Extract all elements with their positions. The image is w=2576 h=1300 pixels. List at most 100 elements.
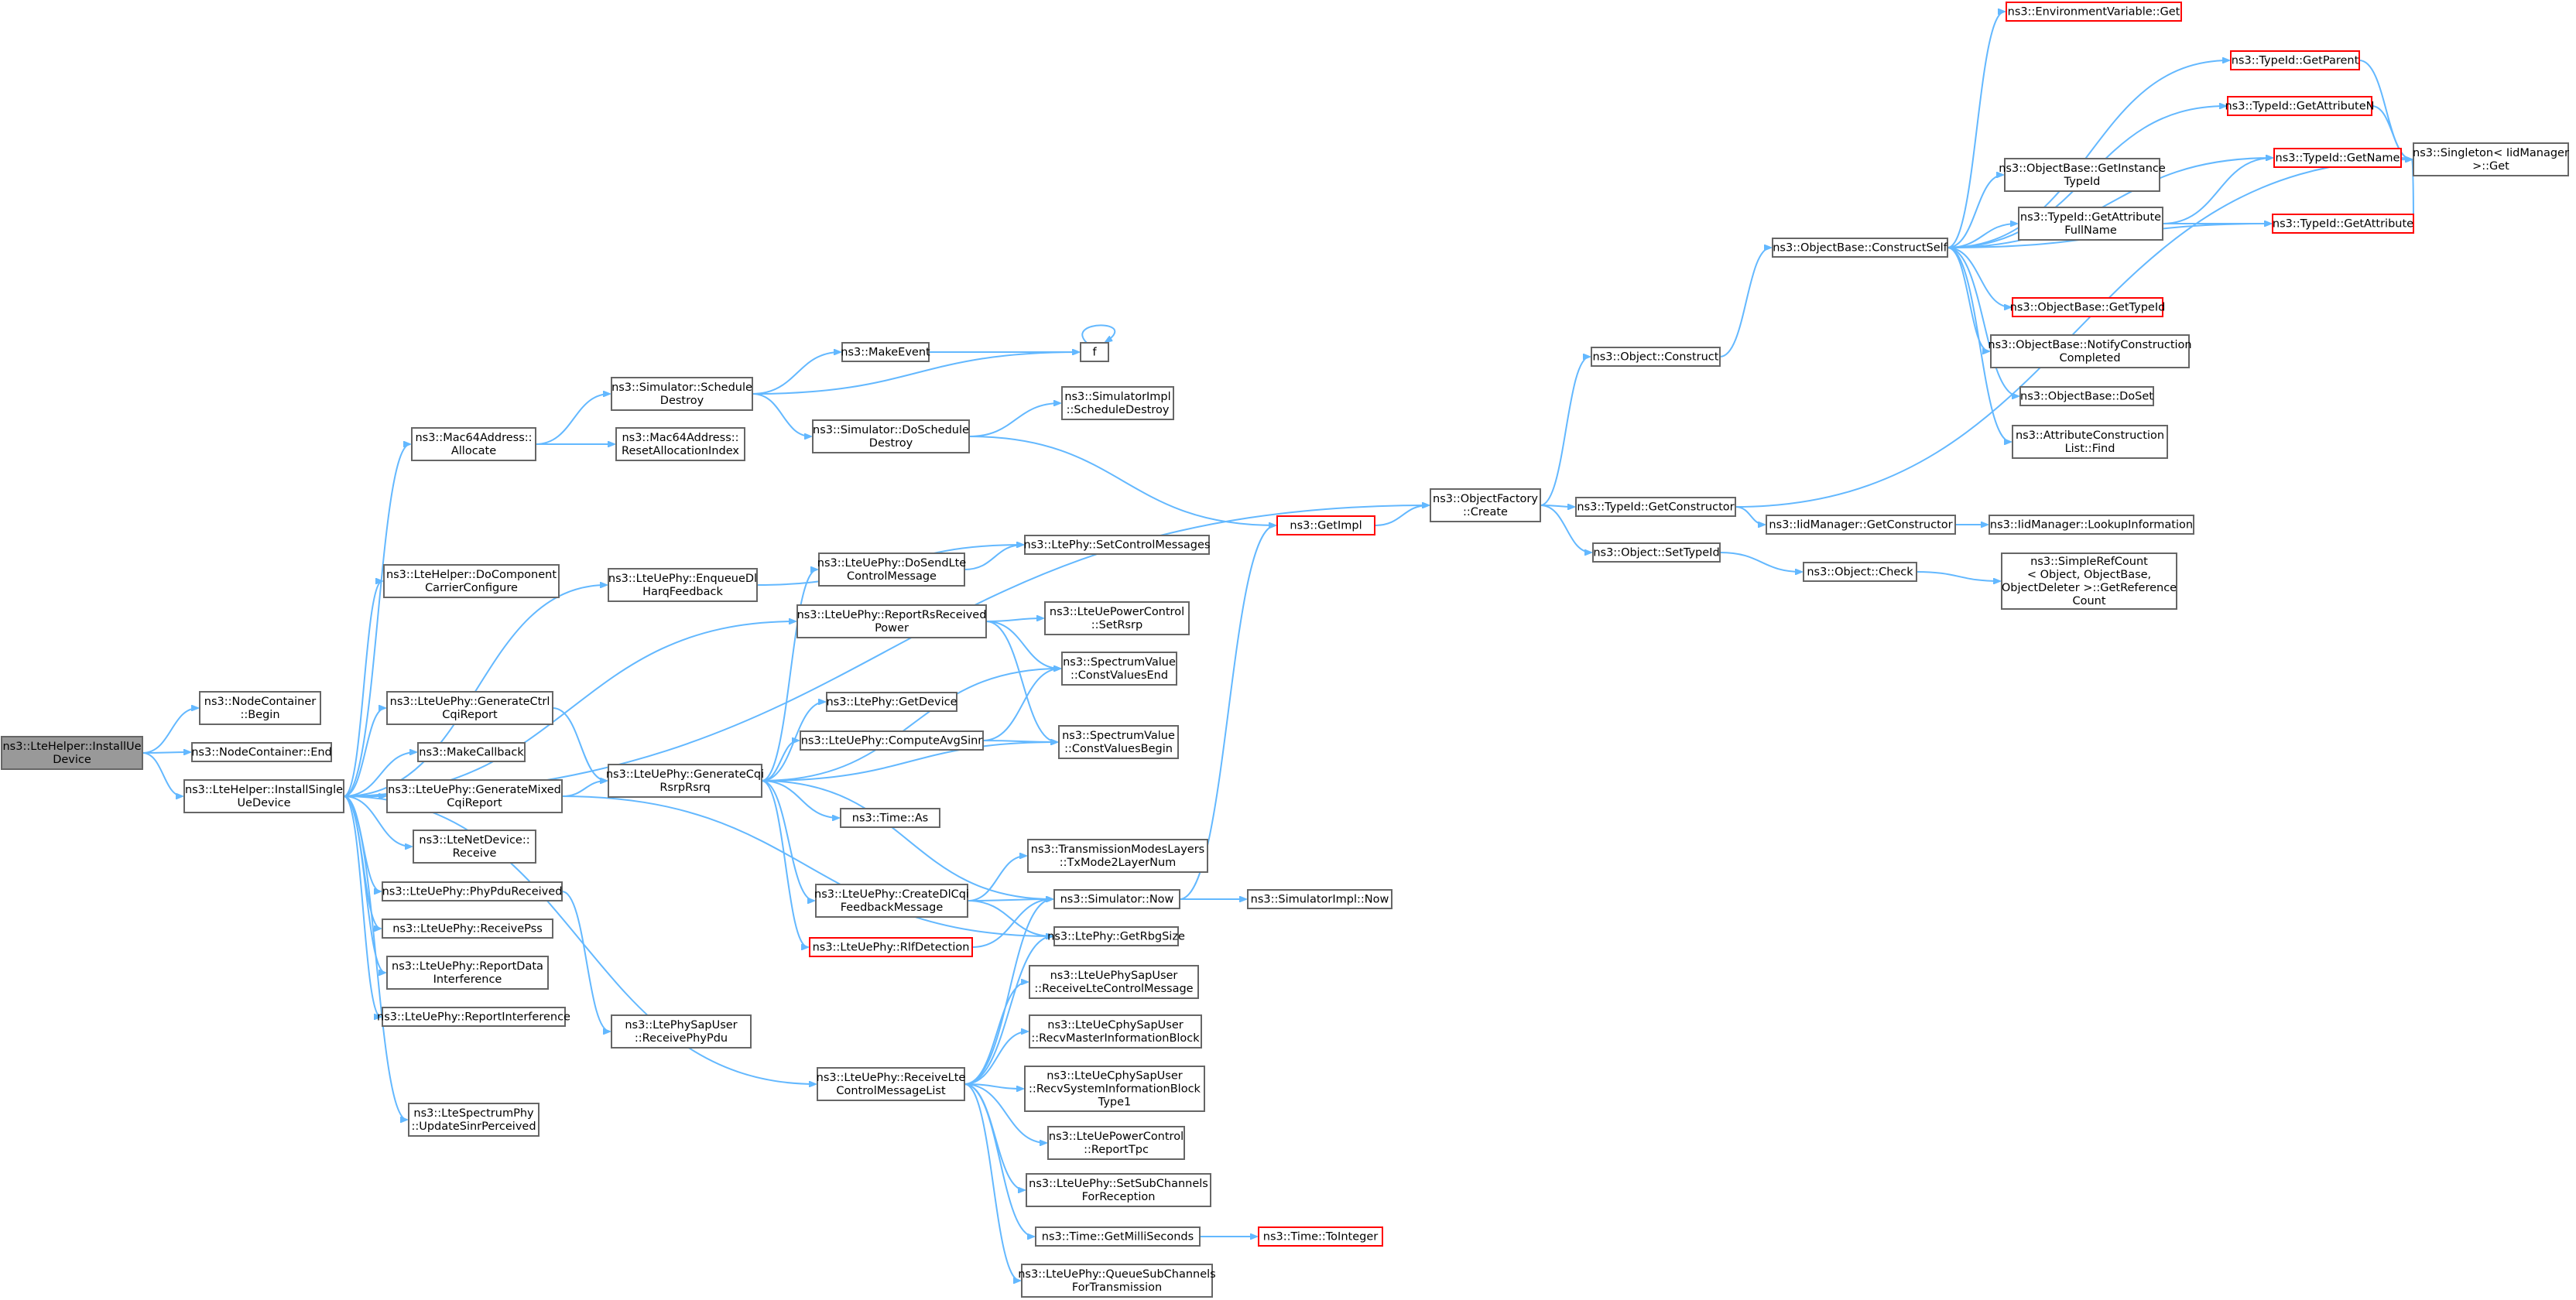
node-receive-pss[interactable]: ns3::LteUePhy::ReceivePss: [382, 919, 553, 939]
node-make-callback[interactable]: ns3::MakeCallback: [417, 742, 526, 762]
node-sim-now[interactable]: ns3::Simulator::Now: [1053, 889, 1180, 909]
node-report-interf[interactable]: ns3::LteUePhy::ReportInterference: [377, 1007, 570, 1027]
node-recv-mib[interactable]: ns3::LteUeCphySapUser::RecvMasterInforma…: [1029, 1014, 1202, 1049]
node-get-impl[interactable]: ns3::GetImpl: [1276, 515, 1375, 535]
node-label: ns3::SimpleRefCount: [2030, 556, 2148, 568]
node-to-integer[interactable]: ns3::Time::ToInteger: [1258, 1226, 1383, 1247]
node-typeid-get-name[interactable]: ns3::TypeId::GetName: [2273, 148, 2402, 168]
node-netdev-receive[interactable]: ns3::LteNetDevice::Receive: [413, 830, 536, 864]
edge-get_impl-to-obj_factory_create: [1374, 505, 1429, 526]
node-box: [382, 881, 563, 901]
node-label: Receive: [453, 847, 497, 860]
node-label: ns3::Simulator::DoSchedule: [813, 424, 969, 436]
node-tx-modes[interactable]: ns3::TransmissionModesLayers::TxMode2Lay…: [1027, 839, 1208, 873]
node-rlf-detection[interactable]: ns3::LteUePhy::RlfDetection: [809, 937, 973, 957]
edge-objbase_construct_self-to-env_get: [1947, 12, 2005, 248]
node-recv-sib1[interactable]: ns3::LteUeCphySapUser::RecvSystemInforma…: [1024, 1066, 1205, 1112]
node-obj-factory-create[interactable]: ns3::ObjectFactory::Create: [1430, 488, 1541, 522]
node-label: ResetAllocationIndex: [622, 445, 739, 457]
node-typeid-get-attr-n[interactable]: ns3::TypeId::GetAttributeN: [2225, 96, 2375, 116]
node-compute-avg[interactable]: ns3::LteUePhy::ComputeAvgSinr: [800, 730, 984, 751]
node-recv-phy-pdu[interactable]: ns3::LtePhySapUser::ReceivePhyPdu: [611, 1014, 752, 1049]
node-objbase-doset[interactable]: ns3::ObjectBase::DoSet: [2019, 386, 2154, 406]
node-obj-set-typeid[interactable]: ns3::Object::SetTypeId: [1592, 542, 1721, 563]
node-label: ns3::Time::ToInteger: [1263, 1231, 1378, 1244]
node-objbase-construct-self[interactable]: ns3::ObjectBase::ConstructSelf: [1772, 238, 1948, 258]
node-obj-check[interactable]: ns3::Object::Check: [1803, 562, 1917, 582]
node-label: ControlMessage: [847, 570, 937, 583]
node-label: ns3::LteUeCphySapUser: [1047, 1019, 1183, 1031]
node-simple-refcount[interactable]: ns3::SimpleRefCount< Object, ObjectBase,…: [2001, 552, 2177, 610]
node-recv-lte-ctrl-msg[interactable]: ns3::LteUePhySapUser::ReceiveLteControlM…: [1029, 965, 1199, 999]
node-objbase-get-typeid[interactable]: ns3::ObjectBase::GetTypeId: [2010, 297, 2166, 317]
edge-do_send_lte-to-set_ctrl_msgs: [964, 545, 1023, 570]
edge-root-to-nc_end: [142, 752, 190, 753]
node-set-ctrl-msgs[interactable]: ns3::LtePhy::SetControlMessages: [1024, 535, 1211, 555]
node-env-get[interactable]: ns3::EnvironmentVariable::Get: [2006, 2, 2182, 22]
node-time-as[interactable]: ns3::Time::As: [840, 808, 940, 828]
node-report-tpc[interactable]: ns3::LteUePowerControl::ReportTpc: [1047, 1126, 1185, 1160]
node-label: ns3::SpectrumValue: [1062, 730, 1175, 742]
node-typeid-get-ctor[interactable]: ns3::TypeId::GetConstructor: [1575, 497, 1736, 517]
node-queue-subch[interactable]: ns3::LteUePhy::QueueSubChannelsForTransm…: [1018, 1264, 1216, 1298]
node-label: ::ReceiveLteControlMessage: [1034, 983, 1193, 995]
node-box: [1029, 965, 1199, 999]
node-get-rbg[interactable]: ns3::LtePhy::GetRbgSize: [1047, 926, 1185, 946]
node-label: ns3::Object::SetTypeId: [1593, 547, 1719, 559]
node-cv-begin[interactable]: ns3::SpectrumValue::ConstValuesBegin: [1058, 725, 1179, 759]
node-label: Interference: [433, 973, 502, 986]
node-nc-begin[interactable]: ns3::NodeContainer::Begin: [199, 691, 321, 725]
node-create-dl-cqi[interactable]: ns3::LteUePhy::CreateDlCqiFeedbackMessag…: [814, 884, 969, 918]
node-recv-lte-ctrl-list[interactable]: ns3::LteUePhy::ReceiveLteControlMessageL…: [817, 1067, 966, 1101]
node-phy-pdu-recv[interactable]: ns3::LteUePhy::PhyPduReceived: [382, 881, 563, 901]
node-label: ns3::LteUePhy::ReceivePss: [392, 923, 543, 936]
node-do-component[interactable]: ns3::LteHelper::DoComponentCarrierConfig…: [383, 564, 560, 598]
node-box: [2413, 142, 2569, 176]
node-label: ns3::ObjectBase::ConstructSelf: [1773, 242, 1947, 255]
edge-recv_lte_ctrl_list-to-recv_lte_ctrl_msg: [964, 982, 1028, 1085]
node-reset-alloc[interactable]: ns3::Mac64Address::ResetAllocationIndex: [615, 427, 745, 461]
node-cv-end[interactable]: ns3::SpectrumValue::ConstValuesEnd: [1061, 652, 1177, 686]
node-box: [1058, 725, 1179, 759]
node-label: ns3::Mac64Address::: [415, 432, 532, 444]
node-get-device[interactable]: ns3::LtePhy::GetDevice: [826, 692, 957, 712]
node-sched-destroy[interactable]: ns3::Simulator::ScheduleDestroy: [611, 377, 753, 411]
node-box: [1021, 1264, 1213, 1298]
node-box: [386, 956, 549, 990]
node-update-sinr[interactable]: ns3::LteSpectrumPhy::UpdateSinrPerceived: [408, 1103, 540, 1137]
node-typeid-get-parent[interactable]: ns3::TypeId::GetParent: [2230, 50, 2360, 70]
node-set-rsrp[interactable]: ns3::LteUePowerControl::SetRsrp: [1044, 601, 1190, 635]
node-obj-construct[interactable]: ns3::Object::Construct: [1591, 347, 1721, 367]
node-box: [408, 1103, 540, 1137]
node-mac64-alloc[interactable]: ns3::Mac64Address::Allocate: [411, 427, 536, 461]
node-objbase-notify[interactable]: ns3::ObjectBase::NotifyConstructionCompl…: [1988, 334, 2192, 368]
node-simimpl-sched-destroy[interactable]: ns3::SimulatorImpl::ScheduleDestroy: [1061, 386, 1174, 420]
node-f[interactable]: f: [1080, 342, 1109, 362]
node-make-event[interactable]: ns3::MakeEvent: [841, 342, 930, 362]
node-nc-end[interactable]: ns3::NodeContainer::End: [191, 742, 332, 762]
node-simimpl-now[interactable]: ns3::SimulatorImpl::Now: [1247, 889, 1392, 909]
edge-install_single-to-enqueue_dl: [343, 585, 607, 797]
node-get-ms[interactable]: ns3::Time::GetMilliSeconds: [1035, 1226, 1201, 1247]
node-box: [183, 779, 344, 813]
node-typeid-get-attr[interactable]: ns3::TypeId::GetAttribute: [2272, 214, 2414, 234]
node-box: [611, 1014, 752, 1049]
node-iidmgr-lookup[interactable]: ns3::IidManager::LookupInformation: [1989, 515, 2194, 535]
node-iidmgr-get-ctor[interactable]: ns3::IidManager::GetConstructor: [1766, 515, 1956, 535]
node-label: ::UpdateSinrPerceived: [411, 1120, 536, 1133]
node-singleton-get[interactable]: ns3::Singleton< IidManager >::Get: [2413, 142, 2569, 176]
node-set-subch[interactable]: ns3::LteUePhy::SetSubChannelsForReceptio…: [1026, 1173, 1211, 1207]
